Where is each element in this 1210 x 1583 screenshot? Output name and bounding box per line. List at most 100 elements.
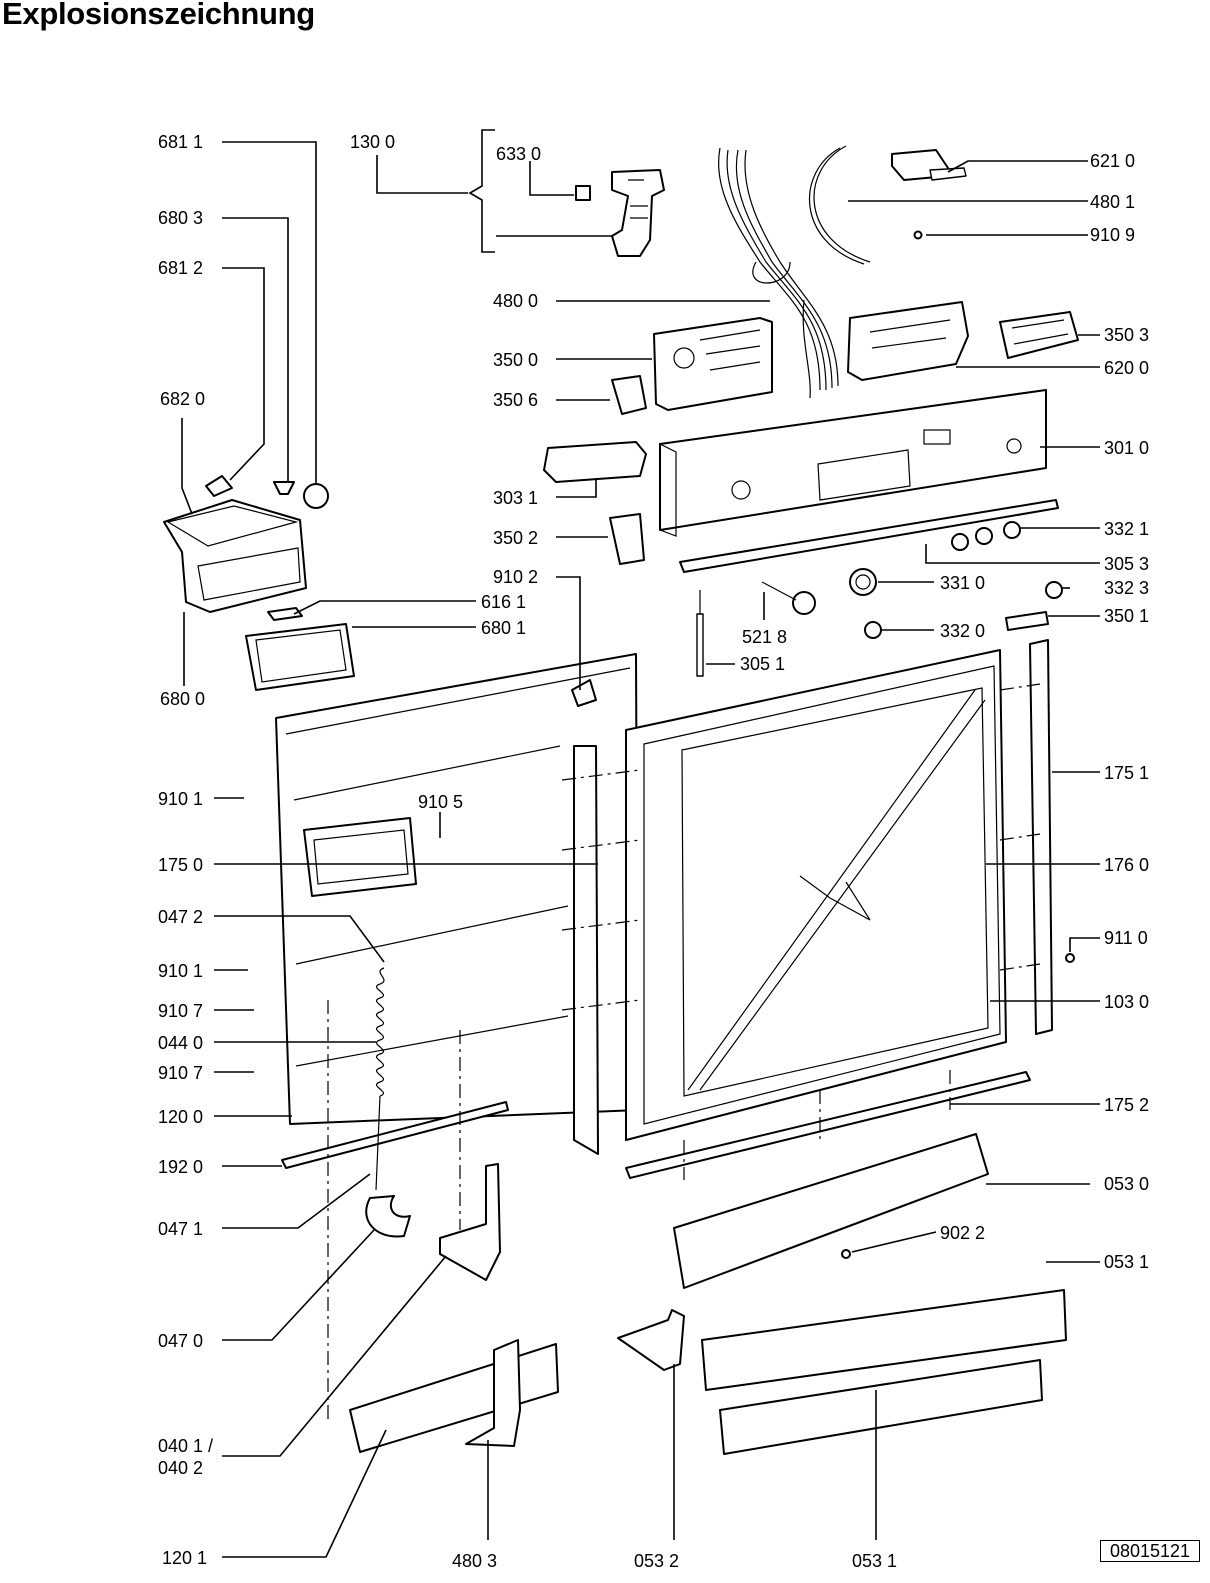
knob-332-1 bbox=[951, 533, 969, 551]
label-910-7-a: 910 7 bbox=[158, 1001, 203, 1021]
label-301-0: 301 0 bbox=[1104, 438, 1149, 458]
label-305-3: 305 3 bbox=[1104, 554, 1149, 574]
label-053-0: 053 0 bbox=[1104, 1174, 1149, 1194]
label-331-0: 331 0 bbox=[940, 573, 985, 593]
label-350-1: 350 1 bbox=[1104, 606, 1149, 626]
label-175-1: 175 1 bbox=[1104, 763, 1149, 783]
label-103-0: 103 0 bbox=[1104, 992, 1149, 1012]
label-332-1: 332 1 bbox=[1104, 519, 1149, 539]
label-911-0: 911 0 bbox=[1104, 928, 1148, 948]
microswitch-633 bbox=[575, 185, 591, 201]
bracket-040 bbox=[439, 1163, 501, 1281]
part-drawings bbox=[163, 145, 1079, 1455]
cable-480-1 bbox=[813, 145, 871, 263]
label-047-0: 047 0 bbox=[158, 1331, 203, 1351]
label-902-2: 902 2 bbox=[940, 1223, 985, 1243]
label-192-0: 192 0 bbox=[158, 1157, 203, 1177]
label-053-1-b: 053 1 bbox=[852, 1551, 897, 1571]
gasket-680-1 bbox=[245, 623, 355, 691]
label-305-1: 305 1 bbox=[740, 654, 785, 674]
page-title: Explosionszeichnung bbox=[2, 0, 315, 31]
document-number: 08015121 bbox=[1100, 1540, 1200, 1562]
part-681-2 bbox=[205, 475, 233, 497]
clip-480-3 bbox=[465, 1339, 521, 1447]
leader-lines bbox=[181, 129, 1100, 1558]
label-120-0: 120 0 bbox=[158, 1107, 203, 1127]
screw-911-0 bbox=[1065, 953, 1075, 963]
door-lock-130 bbox=[611, 169, 665, 257]
screw-305-1 bbox=[696, 613, 704, 677]
label-044-0: 044 0 bbox=[158, 1033, 203, 1053]
lower-panel-120-1 bbox=[349, 1343, 559, 1453]
label-175-2: 175 2 bbox=[1104, 1095, 1149, 1115]
label-040-1: 040 1 / bbox=[158, 1436, 213, 1456]
label-480-1: 480 1 bbox=[1090, 192, 1135, 212]
label-680-3: 680 3 bbox=[158, 208, 203, 228]
label-910-1-a: 910 1 bbox=[158, 789, 203, 809]
label-332-0: 332 0 bbox=[940, 621, 985, 641]
label-350-3: 350 3 bbox=[1104, 325, 1149, 345]
module-350-6 bbox=[611, 375, 647, 415]
profile-175-2 bbox=[625, 1071, 1031, 1179]
label-680-1: 680 1 bbox=[481, 618, 526, 638]
label-910-1-b: 910 1 bbox=[158, 961, 203, 981]
window-frame bbox=[303, 817, 417, 897]
label-480-3: 480 3 bbox=[452, 1551, 497, 1571]
display-303-1 bbox=[543, 441, 647, 483]
label-910-9: 910 9 bbox=[1090, 225, 1135, 245]
knob-332-0 bbox=[864, 621, 882, 639]
knob-331-0 bbox=[849, 568, 877, 596]
label-681-2: 681 2 bbox=[158, 258, 203, 278]
rail-305-3 bbox=[679, 499, 1059, 573]
label-053-1-a: 053 1 bbox=[1104, 1252, 1149, 1272]
part-680-3 bbox=[273, 481, 295, 495]
rail-192 bbox=[281, 1101, 509, 1169]
label-332-3: 332 3 bbox=[1104, 578, 1149, 598]
label-040-2: 040 2 bbox=[158, 1458, 203, 1478]
label-633-0: 633 0 bbox=[496, 144, 541, 164]
part-521-8 bbox=[792, 591, 816, 615]
dispenser-682 bbox=[163, 499, 307, 613]
label-910-7-b: 910 7 bbox=[158, 1063, 203, 1083]
bracket-053-2 bbox=[617, 1309, 685, 1371]
profile-175-0 bbox=[573, 745, 599, 1155]
electronic-module-350-0 bbox=[653, 317, 773, 411]
label-910-2: 910 2 bbox=[493, 567, 538, 587]
knob-332-3 bbox=[1045, 581, 1063, 599]
label-175-0: 175 0 bbox=[158, 855, 203, 875]
label-350-0: 350 0 bbox=[493, 350, 538, 370]
part-616-1 bbox=[267, 607, 303, 621]
spring-044 bbox=[376, 967, 385, 1097]
plate-053-1b bbox=[719, 1359, 1043, 1455]
label-120-1: 120 1 bbox=[162, 1548, 207, 1568]
label-680-0: 680 0 bbox=[160, 689, 205, 709]
hook-047-0 bbox=[365, 1195, 411, 1238]
label-616-1: 616 1 bbox=[481, 592, 526, 612]
label-681-1: 681 1 bbox=[158, 132, 203, 152]
label-521-8: 521 8 bbox=[742, 627, 787, 647]
cable-harness-480-0 bbox=[718, 147, 839, 399]
part-labels: 681 1 130 0 633 0 621 0 480 1 910 9 680 … bbox=[158, 132, 1149, 1571]
label-480-0: 480 0 bbox=[493, 291, 538, 311]
board-350-3 bbox=[999, 311, 1079, 359]
part-910-2 bbox=[571, 679, 597, 707]
screw-910-9 bbox=[913, 230, 923, 240]
label-047-1: 047 1 bbox=[158, 1219, 203, 1239]
part-350-1 bbox=[1005, 611, 1049, 631]
label-303-1: 303 1 bbox=[493, 488, 538, 508]
part-681-1 bbox=[303, 483, 329, 509]
label-621-0: 621 0 bbox=[1090, 151, 1135, 171]
label-350-6: 350 6 bbox=[493, 390, 538, 410]
label-620-0: 620 0 bbox=[1104, 358, 1149, 378]
plug-350-2 bbox=[609, 513, 645, 565]
label-047-2: 047 2 bbox=[158, 907, 203, 927]
label-176-0: 176 0 bbox=[1104, 855, 1149, 875]
control-panel-301 bbox=[659, 389, 1047, 531]
label-910-5: 910 5 bbox=[418, 792, 463, 812]
profile-053-0 bbox=[673, 1133, 989, 1289]
label-130-0: 130 0 bbox=[350, 132, 395, 152]
profile-175-1 bbox=[1029, 639, 1053, 1035]
screw-902-2 bbox=[841, 1249, 851, 1259]
control-board-620 bbox=[847, 301, 969, 381]
